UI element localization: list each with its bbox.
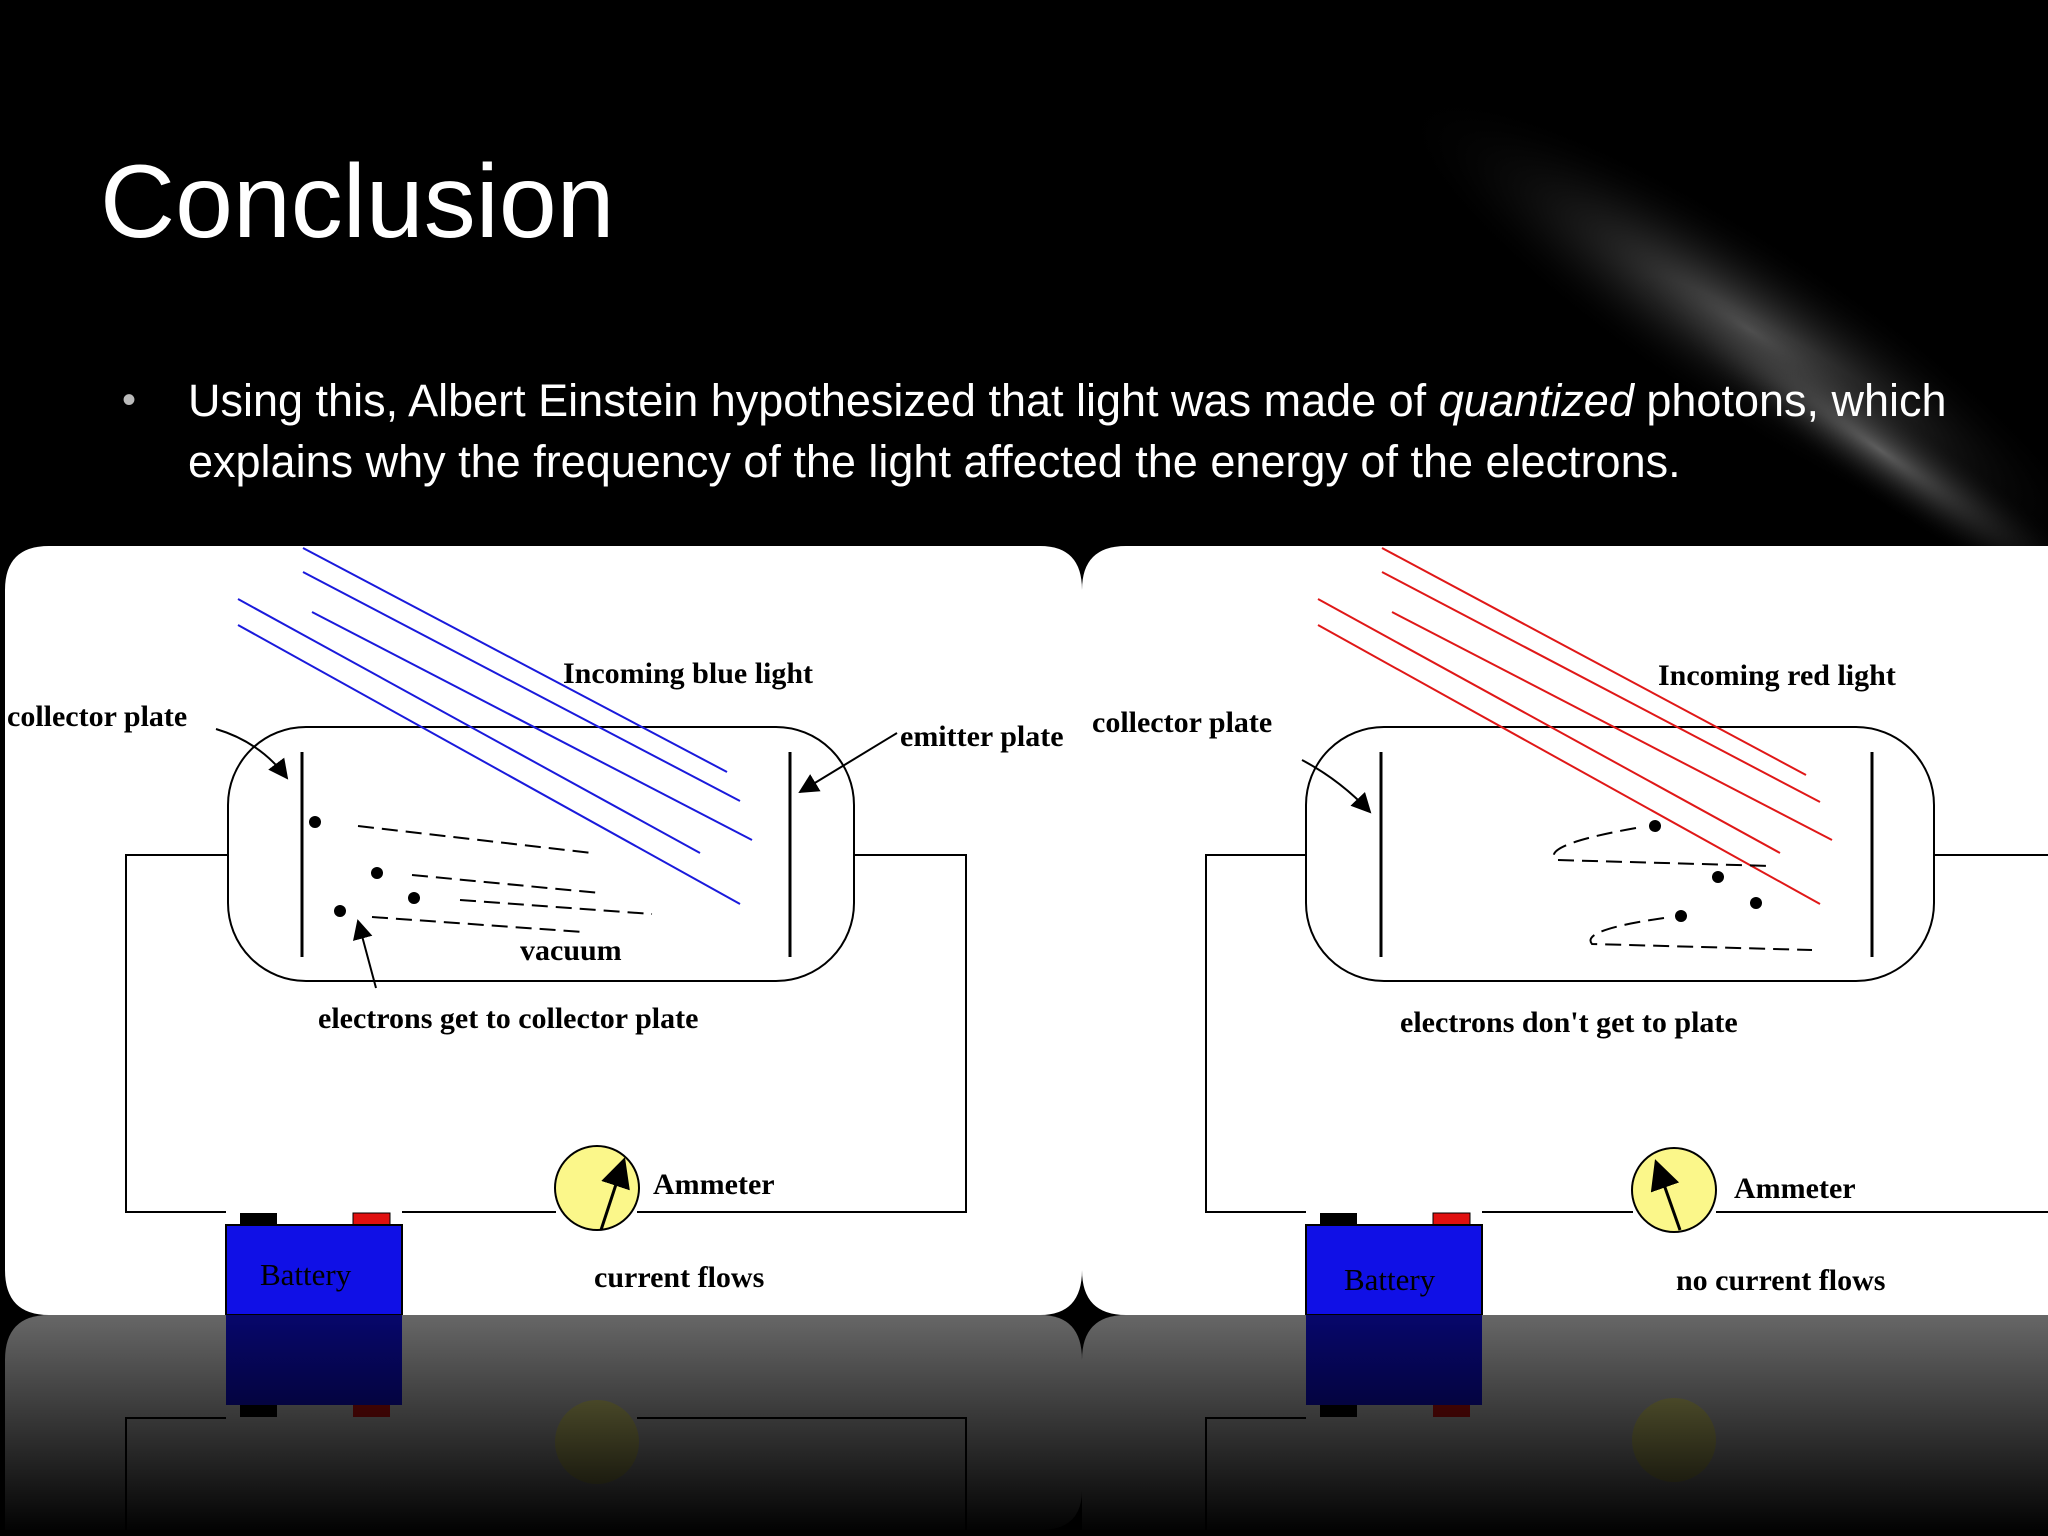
left-ammeter-needle [599, 1157, 630, 1231]
left-battery [225, 1224, 403, 1316]
right-collector-arrow [1301, 759, 1372, 814]
left-battery-terminal-negative [240, 1213, 277, 1225]
right-collector-label: collector plate [1092, 706, 1272, 739]
bullet-marker: • [122, 378, 137, 422]
left-vacuum-label: vacuum [520, 934, 622, 967]
right-battery-terminal-negative [1320, 1213, 1357, 1225]
right-ammeter-needle [1650, 1159, 1682, 1231]
right-panel: Incoming red light collector plate elect… [1082, 546, 2048, 1316]
right-ammeter [1631, 1147, 1717, 1233]
reflection-fade [0, 1315, 2048, 1536]
bullet-text-start: Using this, Albert Einstein hypothesized… [188, 375, 1439, 426]
bullet-text-end: photons, which explains why the frequenc… [188, 375, 1947, 487]
left-electrons [309, 816, 420, 917]
left-collector-arrow [215, 728, 289, 780]
bullet-text: Using this, Albert Einstein hypothesized… [188, 370, 1988, 492]
left-light-rays [237, 547, 753, 905]
left-emitter-arrow [798, 732, 898, 794]
right-battery-label: Battery [1344, 1262, 1436, 1297]
right-electron-trails [1552, 827, 1813, 951]
left-wire-left [125, 854, 300, 1213]
right-ammeter-label: Ammeter [1734, 1172, 1856, 1205]
left-panel: Incoming blue light collector plate emit… [5, 546, 1082, 1316]
left-battery-terminal-positive [352, 1212, 391, 1226]
left-wire-right [637, 854, 967, 1213]
right-current-label: no current flows [1676, 1264, 1885, 1297]
left-light-label: Incoming blue light [563, 657, 813, 690]
right-vacuum-tube [1305, 726, 1935, 982]
left-electrons-arrow [353, 919, 377, 989]
left-emitter-label: emitter plate [900, 720, 1064, 753]
right-wire-left [1205, 854, 1380, 1213]
left-ammeter [554, 1145, 640, 1231]
left-ammeter-label: Ammeter [653, 1168, 775, 1201]
right-battery-terminal-positive [1432, 1212, 1471, 1226]
left-electrons-label: electrons get to collector plate [318, 1002, 698, 1035]
left-current-label: current flows [594, 1261, 764, 1294]
bullet-text-emphasis: quantized [1438, 375, 1634, 426]
right-electrons [1649, 820, 1762, 922]
right-electrons-label: electrons don't get to plate [1400, 1006, 1738, 1039]
left-collector-label: collector plate [7, 700, 187, 733]
right-light-label: Incoming red light [1658, 659, 1896, 692]
slide-title: Conclusion [100, 144, 615, 260]
left-battery-label: Battery [260, 1257, 352, 1292]
left-electron-trails [357, 825, 653, 933]
right-light-rays [1317, 547, 1833, 905]
